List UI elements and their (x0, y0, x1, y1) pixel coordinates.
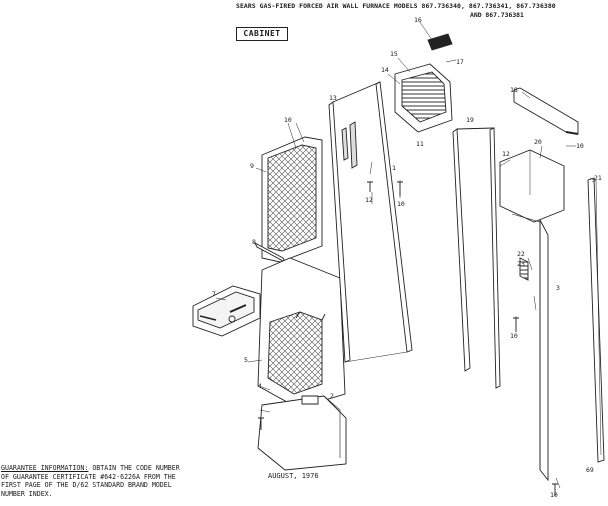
callout-15: 15 (390, 50, 398, 58)
control-panel-assembly (192, 285, 261, 337)
bolt (513, 317, 519, 332)
callout-14: 14 (381, 66, 389, 74)
callout-10d: 10 (576, 142, 584, 150)
callout-2: 2 (330, 392, 334, 400)
header-title: SEARS GAS-FIRED FORCED AIR WALL FURNACE … (236, 2, 556, 10)
bolt (367, 181, 373, 192)
small-bracket (301, 395, 319, 405)
header-subtitle: AND 867.736381 (470, 11, 524, 19)
right-side-cabinet (499, 149, 565, 482)
callout-20: 20 (534, 138, 542, 146)
section-label-cabinet: CABINET (236, 27, 288, 41)
right-vertical-strip (587, 177, 605, 463)
base-plate (257, 395, 347, 471)
callout-10b: 10 (397, 200, 405, 208)
guarantee-line-3: FIRST PAGE OF THE D/62 STANDARD BRAND MO… (1, 481, 172, 490)
callout-19: 19 (466, 116, 474, 124)
callout-16: 16 (414, 16, 422, 24)
lower-front-panel (257, 257, 346, 409)
callout-13: 13 (329, 94, 337, 102)
callout-8: 8 (252, 238, 256, 246)
left-side-channel (328, 81, 413, 363)
guarantee-heading: GUARANTEE INFORMATION: (1, 464, 89, 472)
channel-slot (349, 121, 358, 169)
callout-10e: 10 (550, 491, 558, 499)
callout-22: 22 (517, 250, 525, 258)
callout-12a: 12 (365, 196, 373, 204)
screw (228, 315, 236, 323)
bolt (552, 483, 558, 496)
callout-12b: 12 (502, 150, 510, 158)
callout-18: 18 (510, 86, 518, 94)
guarantee-line-2: OF GUARANTEE CERTIFICATE #642-6226A FROM… (1, 472, 176, 481)
channel-slot (341, 127, 349, 161)
middle-side-channel (452, 127, 501, 389)
callout-1: 1 (392, 164, 396, 172)
top-cap (427, 33, 453, 51)
guarantee-information: GUARANTEE INFORMATION: OBTAIN THE CODE N… (1, 464, 180, 498)
guarantee-line-4: NUMBER INDEX. (1, 489, 53, 498)
callout-21: 21 (594, 174, 602, 182)
callout-10c: 10 (510, 332, 518, 340)
callout-3: 3 (556, 284, 560, 292)
callout-11: 11 (416, 140, 424, 148)
right-top-bracket (513, 87, 579, 135)
callout-17: 17 (456, 58, 464, 66)
bolt (397, 181, 403, 196)
callout-7: 7 (212, 290, 216, 298)
callout-10a: 10 (284, 116, 292, 124)
callout-5: 5 (244, 356, 248, 364)
guarantee-line-1: OBTAIN THE CODE NUMBER (92, 464, 180, 472)
top-bracket-assembly (394, 63, 453, 133)
callout-69: 69 (586, 466, 594, 474)
callout-4: 4 (258, 382, 262, 390)
callout-9: 9 (250, 162, 254, 170)
publication-date: AUGUST, 1976 (268, 472, 319, 480)
callout-23: 23 (517, 260, 525, 268)
upper-grille-panel (261, 136, 323, 263)
bolt (258, 417, 264, 430)
